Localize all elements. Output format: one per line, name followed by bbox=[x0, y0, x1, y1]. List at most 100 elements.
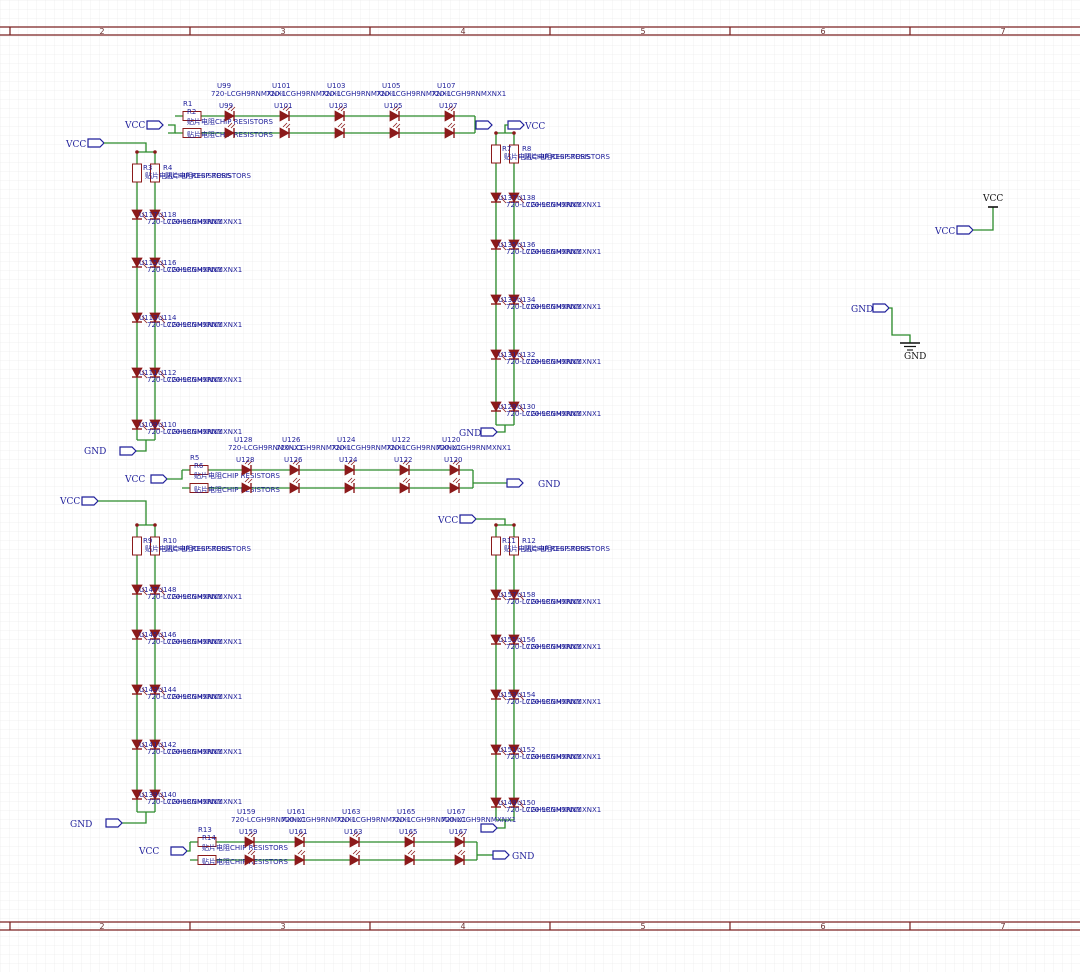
led-symbol[interactable] bbox=[131, 789, 148, 801]
led-symbol[interactable] bbox=[149, 739, 166, 751]
led-symbol[interactable] bbox=[334, 105, 346, 122]
led-symbol[interactable] bbox=[241, 477, 253, 494]
net-port[interactable] bbox=[956, 225, 974, 235]
resistor-symbol[interactable] bbox=[182, 128, 202, 138]
led-symbol[interactable] bbox=[149, 257, 166, 269]
led-symbol[interactable] bbox=[149, 367, 166, 379]
resistor-symbol[interactable] bbox=[132, 163, 142, 183]
resistor-symbol[interactable] bbox=[491, 536, 501, 556]
led-symbol[interactable] bbox=[279, 122, 291, 139]
net-port[interactable] bbox=[81, 496, 99, 506]
resistor-symbol[interactable] bbox=[132, 536, 142, 556]
net-port[interactable] bbox=[150, 474, 168, 484]
led-symbol[interactable] bbox=[131, 684, 148, 696]
led-symbol[interactable] bbox=[244, 849, 256, 866]
net-port[interactable] bbox=[872, 303, 890, 313]
led-symbol[interactable] bbox=[344, 477, 356, 494]
resistor-symbol[interactable] bbox=[189, 465, 209, 475]
led-symbol[interactable] bbox=[399, 459, 411, 476]
led-symbol[interactable] bbox=[508, 797, 525, 809]
led-symbol[interactable] bbox=[131, 629, 148, 641]
gnd-net-label[interactable]: GND bbox=[512, 852, 534, 862]
led-symbol[interactable] bbox=[149, 684, 166, 696]
led-symbol[interactable] bbox=[294, 849, 306, 866]
led-symbol[interactable] bbox=[449, 459, 461, 476]
led-symbol[interactable] bbox=[490, 634, 507, 646]
led-symbol[interactable] bbox=[131, 739, 148, 751]
led-symbol[interactable] bbox=[344, 459, 356, 476]
led-symbol[interactable] bbox=[294, 831, 306, 848]
led-symbol[interactable] bbox=[454, 831, 466, 848]
led-symbol[interactable] bbox=[444, 105, 456, 122]
led-symbol[interactable] bbox=[149, 419, 166, 431]
led-symbol[interactable] bbox=[131, 257, 148, 269]
resistor-symbol[interactable] bbox=[150, 163, 160, 183]
led-symbol[interactable] bbox=[149, 209, 166, 221]
led-symbol[interactable] bbox=[131, 584, 148, 596]
resistor-symbol[interactable] bbox=[150, 536, 160, 556]
led-symbol[interactable] bbox=[444, 122, 456, 139]
led-symbol[interactable] bbox=[490, 401, 507, 413]
led-symbol[interactable] bbox=[490, 294, 507, 306]
net-port[interactable] bbox=[105, 818, 123, 828]
led-symbol[interactable] bbox=[508, 192, 525, 204]
led-symbol[interactable] bbox=[389, 105, 401, 122]
led-symbol[interactable] bbox=[508, 744, 525, 756]
led-symbol[interactable] bbox=[241, 459, 253, 476]
led-symbol[interactable] bbox=[508, 239, 525, 251]
led-symbol[interactable] bbox=[404, 849, 416, 866]
led-symbol[interactable] bbox=[334, 122, 346, 139]
led-symbol[interactable] bbox=[149, 312, 166, 324]
led-symbol[interactable] bbox=[131, 209, 148, 221]
net-port[interactable] bbox=[119, 446, 137, 456]
led-symbol[interactable] bbox=[224, 105, 236, 122]
led-symbol[interactable] bbox=[279, 105, 291, 122]
led-symbol[interactable] bbox=[490, 744, 507, 756]
led-symbol[interactable] bbox=[131, 312, 148, 324]
led-symbol[interactable] bbox=[490, 589, 507, 601]
led-symbol[interactable] bbox=[289, 477, 301, 494]
vcc-net-label[interactable]: VCC bbox=[124, 475, 145, 485]
led-symbol[interactable] bbox=[149, 789, 166, 801]
led-symbol[interactable] bbox=[454, 849, 466, 866]
vcc-net-label[interactable]: VCC bbox=[934, 227, 955, 237]
led-symbol[interactable] bbox=[244, 831, 256, 848]
led-symbol[interactable] bbox=[490, 192, 507, 204]
gnd-net-label[interactable]: GND bbox=[851, 305, 873, 315]
net-port[interactable] bbox=[506, 478, 524, 488]
net-port[interactable] bbox=[475, 120, 493, 130]
led-symbol[interactable] bbox=[490, 239, 507, 251]
resistor-symbol[interactable] bbox=[509, 536, 519, 556]
led-symbol[interactable] bbox=[349, 849, 361, 866]
resistor-symbol[interactable] bbox=[182, 111, 202, 121]
led-symbol[interactable] bbox=[149, 584, 166, 596]
led-symbol[interactable] bbox=[508, 401, 525, 413]
gnd-net-label[interactable]: GND bbox=[459, 429, 481, 439]
led-symbol[interactable] bbox=[131, 419, 148, 431]
led-symbol[interactable] bbox=[508, 294, 525, 306]
led-symbol[interactable] bbox=[399, 477, 411, 494]
gnd-net-label[interactable]: GND bbox=[84, 447, 106, 457]
net-port[interactable] bbox=[170, 846, 188, 856]
resistor-symbol[interactable] bbox=[197, 855, 217, 865]
gnd-net-label[interactable]: GND bbox=[70, 820, 92, 830]
vcc-net-label[interactable]: VCC bbox=[437, 516, 458, 526]
net-port[interactable] bbox=[480, 427, 498, 437]
led-symbol[interactable] bbox=[389, 122, 401, 139]
led-symbol[interactable] bbox=[131, 367, 148, 379]
led-symbol[interactable] bbox=[224, 122, 236, 139]
vcc-net-label[interactable]: VCC bbox=[124, 121, 145, 131]
led-symbol[interactable] bbox=[490, 689, 507, 701]
vcc-net-label[interactable]: VCC bbox=[138, 847, 159, 857]
vcc-net-label[interactable]: VCC bbox=[524, 122, 545, 132]
led-symbol[interactable] bbox=[508, 634, 525, 646]
net-port[interactable] bbox=[492, 850, 510, 860]
resistor-symbol[interactable] bbox=[509, 144, 519, 164]
led-symbol[interactable] bbox=[349, 831, 361, 848]
resistor-symbol[interactable] bbox=[197, 837, 217, 847]
net-port[interactable] bbox=[87, 138, 105, 148]
vcc-net-label[interactable]: VCC bbox=[65, 140, 86, 150]
resistor-symbol[interactable] bbox=[491, 144, 501, 164]
